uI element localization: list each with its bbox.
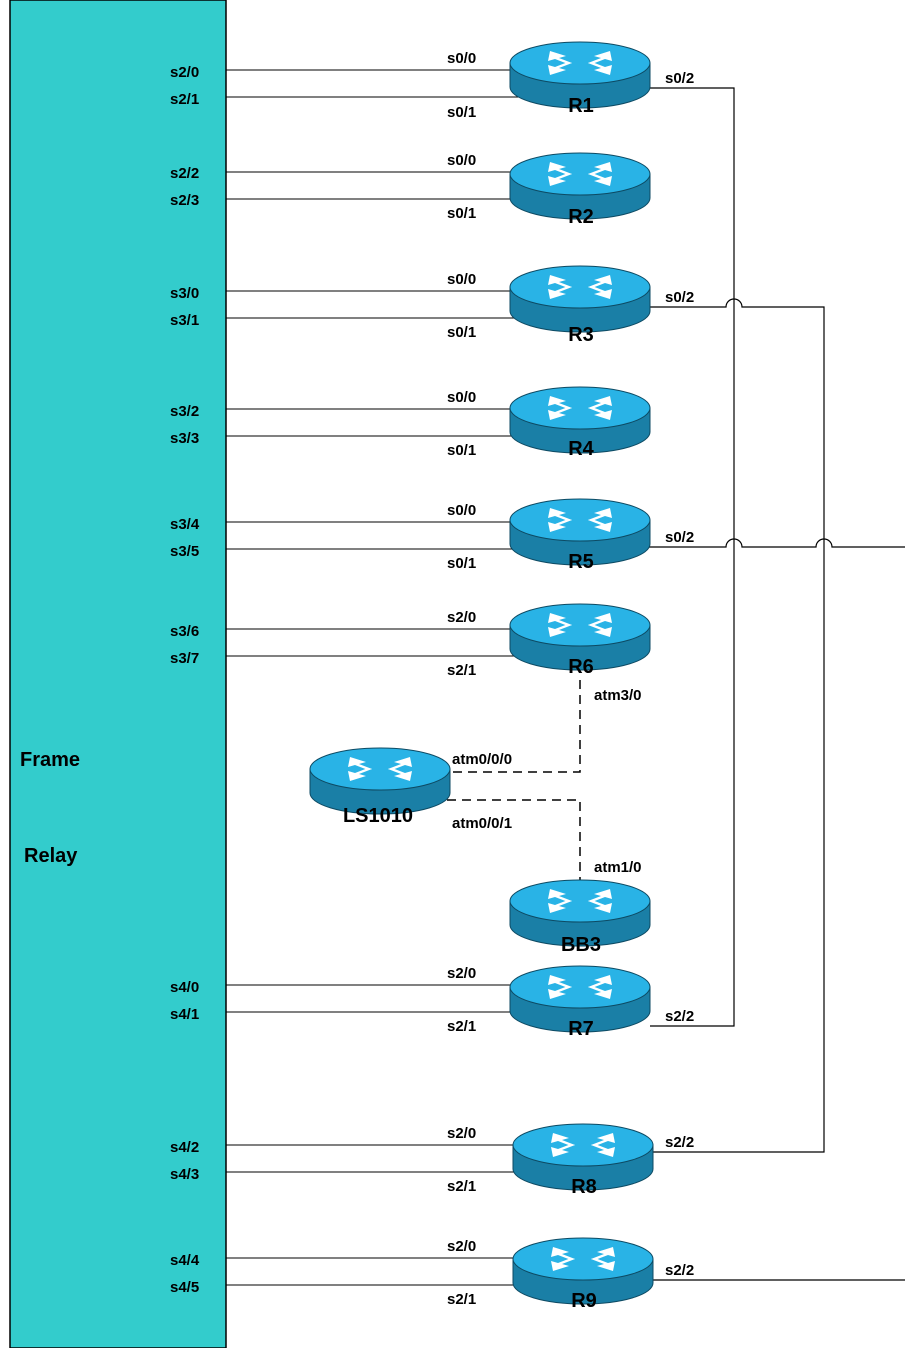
atm-port-label: atm0/0/0: [452, 751, 512, 768]
router-port-label: s0/1: [447, 205, 476, 222]
router-r2-name: R2: [568, 206, 594, 228]
router-r8-name: R8: [571, 1176, 597, 1198]
router-port-labels: s0/0 s0/1 s0/0 s0/1 s0/0 s0/1 s0/0 s0/1 …: [447, 50, 694, 1308]
router-r9[interactable]: R9: [512, 1237, 654, 1312]
router-port-label: s2/2: [665, 1134, 694, 1151]
router-port-label: s2/1: [447, 662, 476, 679]
router-port-label: s2/0: [447, 1125, 476, 1142]
switch-port-label: s3/1: [170, 312, 199, 329]
atm-port-labels: atm3/0 atm0/0/0 atm0/0/1 atm1/0: [452, 687, 642, 876]
router-port-label: s0/0: [447, 152, 476, 169]
switch-port-label: s3/7: [170, 650, 199, 667]
switch-port-label: s4/2: [170, 1139, 199, 1156]
router-port-label: s0/0: [447, 271, 476, 288]
switch-port-label: s4/4: [170, 1252, 200, 1269]
router-r4[interactable]: R4: [509, 386, 651, 460]
router-bb3[interactable]: BB3: [509, 879, 651, 956]
switch-port-label: s3/3: [170, 430, 199, 447]
router-port-label: s0/1: [447, 324, 476, 341]
router-port-label: s2/0: [447, 1238, 476, 1255]
router-port-label: s2/2: [665, 1008, 694, 1025]
atm-switch-name: LS1010: [343, 805, 413, 827]
switch-port-label: s3/5: [170, 543, 199, 560]
switch-port-labels: s2/0 s2/1 s2/2 s2/3 s3/0 s3/1 s3/2 s3/3 …: [170, 64, 200, 1296]
router-r8[interactable]: R8: [512, 1123, 654, 1198]
router-r2[interactable]: R2: [509, 152, 651, 228]
router-r6[interactable]: R6: [509, 603, 651, 678]
switch-port-label: s3/0: [170, 285, 199, 302]
router-r6-name: R6: [568, 656, 594, 678]
router-port-label: s0/2: [665, 70, 694, 87]
switch-port-label: s2/1: [170, 91, 199, 108]
router-port-label: s2/2: [665, 1262, 694, 1279]
router-port-label: s0/2: [665, 289, 694, 306]
router-port-label: s0/2: [665, 529, 694, 546]
switch-port-label: s4/3: [170, 1166, 199, 1183]
router-bb3-name: BB3: [561, 934, 601, 956]
serial-links: [226, 69, 520, 1286]
router-port-label: s2/1: [447, 1018, 476, 1035]
switch-port-label: s2/2: [170, 165, 199, 182]
atm-switch-ls1010[interactable]: LS1010: [309, 747, 451, 827]
router-r3-name: R3: [568, 324, 594, 346]
router-port-label: s0/1: [447, 555, 476, 572]
router-port-label: s2/0: [447, 609, 476, 626]
switch-port-label: s4/0: [170, 979, 199, 996]
router-r7-name: R7: [568, 1018, 594, 1040]
router-r5[interactable]: R5: [509, 498, 651, 573]
router-port-label: s0/1: [447, 104, 476, 121]
switch-port-label: s3/4: [170, 516, 200, 533]
atm-port-label: atm3/0: [594, 687, 642, 704]
frame-relay-label-line1: Frame: [20, 749, 80, 771]
router-r3[interactable]: R3: [509, 265, 651, 346]
router-port-label: s2/1: [447, 1178, 476, 1195]
backbone-links: [648, 87, 905, 1281]
frame-relay-switch: [9, 0, 227, 1348]
switch-port-label: s2/0: [170, 64, 199, 81]
router-port-label: s2/1: [447, 1291, 476, 1308]
router-r4-name: R4: [568, 438, 594, 460]
router-r1-name: R1: [568, 95, 594, 117]
router-port-label: s0/1: [447, 442, 476, 459]
atm-port-label: atm1/0: [594, 859, 642, 876]
frame-relay-label-line2: Relay: [24, 845, 78, 867]
router-port-label: s0/0: [447, 502, 476, 519]
router-r9-name: R9: [571, 1290, 597, 1312]
router-port-label: s0/0: [447, 389, 476, 406]
switch-port-label: s4/1: [170, 1006, 199, 1023]
router-r5-name: R5: [568, 551, 594, 573]
switch-port-label: s2/3: [170, 192, 199, 209]
router-port-label: s2/0: [447, 965, 476, 982]
switch-port-label: s3/6: [170, 623, 199, 640]
switch-port-label: s3/2: [170, 403, 199, 420]
router-r1[interactable]: R1: [509, 41, 651, 117]
router-r7[interactable]: R7: [509, 965, 651, 1040]
router-port-label: s0/0: [447, 50, 476, 67]
atm-port-label: atm0/0/1: [452, 815, 512, 832]
switch-port-label: s4/5: [170, 1279, 199, 1296]
atm-links: [447, 680, 581, 880]
